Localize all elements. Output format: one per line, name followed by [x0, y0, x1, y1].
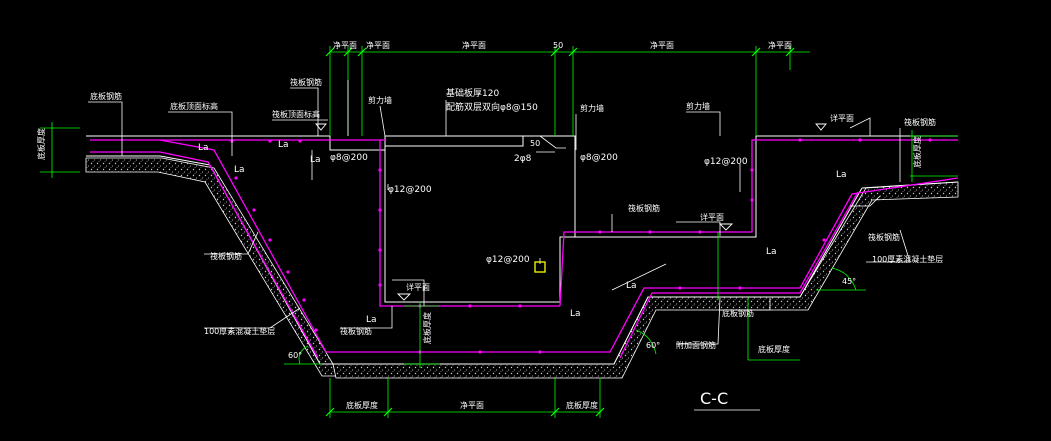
la-label-6: La — [766, 247, 777, 257]
section-title: C-C — [700, 389, 728, 408]
la-label-9: La — [570, 309, 581, 319]
angle-2-label: 60° — [646, 341, 660, 350]
rebar-phi12-1-label: φ12@200 — [388, 185, 432, 195]
cushion-layer — [85, 157, 959, 379]
la-label-5: La — [836, 170, 847, 180]
shear-wall-2-label: 剪力墙 — [580, 103, 604, 113]
rebar-right-bottom — [619, 191, 859, 359]
text-labels: 净平面 净平面 净平面 50 净平面 净平面 底板厚度 净平面 底板厚度 底板钢… — [36, 40, 943, 410]
shear-wall-3-label: 剪力墙 — [686, 101, 710, 111]
dim-top-6-label: 净平面 — [768, 40, 792, 50]
top-slab-beam — [384, 135, 524, 147]
raft-top-elev-label: 筏板顶面标高 — [272, 109, 320, 119]
shear-wall-1-label: 剪力墙 — [368, 95, 392, 105]
side-left-label: 底板厚度 — [36, 128, 46, 160]
slab-top-elev-label: 底板顶面标高 — [170, 101, 218, 111]
rebar-phi8-1-label: φ8@200 — [330, 153, 368, 163]
side-right-label: 底板厚度 — [912, 136, 922, 168]
la-label-7: La — [626, 281, 637, 291]
raft-rebar-label: 筏板钢筋 — [290, 77, 322, 87]
level-mark-1-label: 详平面 — [406, 282, 430, 292]
raft-rebar-6-label: 筏板钢筋 — [904, 117, 936, 127]
slab-rebar-left-label: 底板钢筋 — [90, 91, 122, 101]
raft-rebar-3-label: 筏板钢筋 — [210, 251, 242, 261]
rebar-left-top — [90, 139, 959, 353]
rebar-left-bottom — [90, 151, 319, 359]
outline-pit-bottom — [333, 187, 863, 365]
la-label-3: La — [278, 140, 289, 150]
dim-top-4-label: 50 — [553, 41, 563, 50]
outline-inner-floor — [329, 136, 385, 151]
dimension-ticks — [325, 47, 795, 417]
rebar-2phi8-label: 2φ8 — [514, 154, 532, 164]
raft-rebar-2-label: 筏板钢筋 — [628, 203, 660, 213]
rebar-phi12-2-label: φ12@200 — [704, 157, 748, 167]
cushion-band-left — [85, 157, 337, 377]
dim-top-5-label: 净平面 — [650, 40, 674, 50]
dim-top-1-label: 净平面 — [333, 40, 357, 50]
dim-bottom-1-label: 底板厚度 — [346, 400, 378, 410]
rebar-phi8-2-label: φ8@200 — [580, 153, 618, 163]
dim-bottom-2-label: 净平面 — [460, 400, 484, 410]
outline-wall-left — [384, 136, 757, 303]
side-mid-label: 底板厚度 — [422, 312, 432, 344]
slab-note-2: 配筋双层双向φ8@150 — [446, 101, 538, 113]
rebar-wall-mid — [559, 139, 958, 307]
extra-rebar-label: 附加面钢筋 — [676, 340, 716, 350]
level-mark-2-label: 详平面 — [700, 212, 724, 222]
raft-rebar-4-label: 筏板钢筋 — [340, 326, 372, 336]
leader-lines — [88, 80, 911, 345]
bottom-rebar-1-label: 底板钢筋 — [722, 308, 754, 318]
dim-bottom-3-label: 底板厚度 — [566, 400, 598, 410]
rebar-wall-left — [379, 140, 560, 307]
outline-top-left — [86, 155, 211, 166]
la-label-2: La — [234, 165, 245, 175]
cushion-right-label: 100厚素混凝土垫层 — [872, 254, 943, 264]
level-markers — [315, 123, 827, 301]
raft-rebar-5-label: 筏板钢筋 — [868, 232, 900, 242]
la-label-4: La — [310, 155, 321, 165]
rebar-lines — [90, 139, 959, 359]
la-label-8: La — [366, 315, 377, 325]
highlight-marker — [534, 261, 546, 273]
angle-3-label: 45° — [842, 277, 856, 286]
slab-note-1: 基础板厚120 — [446, 87, 499, 99]
level-mark-3-label: 详平面 — [830, 113, 854, 123]
angle-1-label: 60° — [288, 351, 302, 360]
cushion-left-label: 100厚素混凝土垫层 — [204, 326, 275, 336]
dim-top-2-label: 净平面 — [366, 40, 390, 50]
angle-arcs — [284, 267, 866, 365]
dim-top-3-label: 净平面 — [462, 40, 486, 50]
dim-50-side-label: 50 — [530, 139, 540, 148]
la-label-1: La — [198, 143, 209, 153]
rebar-phi12-3-label: φ12@200 — [486, 255, 530, 265]
side-bot-label: 底板厚度 — [758, 344, 790, 354]
